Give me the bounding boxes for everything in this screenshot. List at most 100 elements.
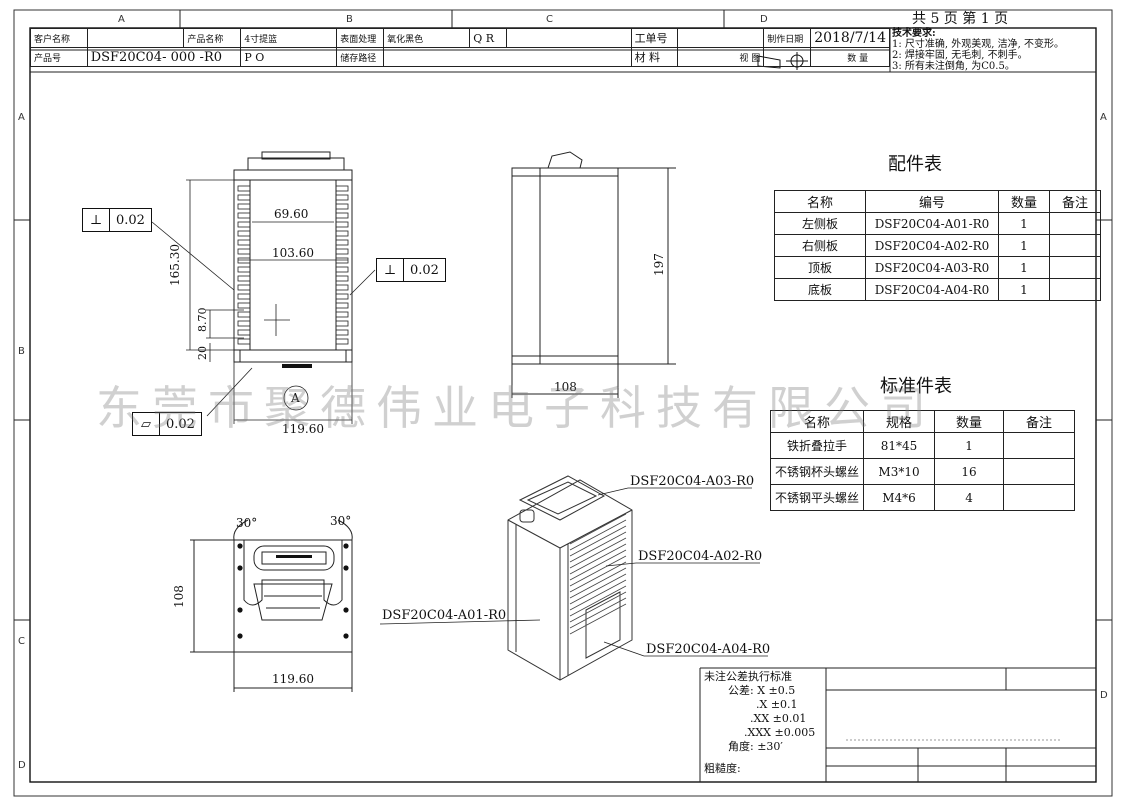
slot-rib [237, 248, 251, 255]
col-header: 规格 [863, 410, 936, 433]
iso-slat [569, 603, 627, 635]
cell-name: 右侧板 [774, 234, 866, 257]
slot-rib [335, 338, 349, 345]
cell-code: DSF20C04-A04-R0 [865, 278, 999, 301]
iso-slat [569, 513, 627, 545]
cell-qty: 4 [934, 484, 1005, 511]
slot-rib [335, 257, 349, 264]
dim-angle-right: 30° [330, 514, 352, 528]
roughness-label: 粗糙度: [704, 762, 741, 775]
tolerance-line-5: 角度: ±30′ [728, 740, 783, 753]
iso-slat [569, 525, 627, 557]
iso-slat [569, 549, 627, 581]
cell-name: 左侧板 [774, 212, 866, 235]
product-no-label: 产品号 [30, 47, 88, 67]
cell-spec: 81*45 [863, 432, 936, 459]
std-table: 名称 规格 数量 备注 铁折叠拉手 81*45 1 不锈钢杯头螺丝 M3*10 … [769, 410, 1076, 511]
slot-rib [335, 293, 349, 300]
slot-rib [335, 221, 349, 228]
dim-height: 165.30 [168, 244, 182, 286]
date-label: 制作日期 [763, 28, 812, 48]
cell-code: DSF20C04-A01-R0 [865, 212, 999, 235]
cell-qty: 1 [998, 256, 1050, 279]
col-header: 备注 [1049, 190, 1101, 213]
tech-item-3: 3: 所有未注倒角, 为C0.5。 [892, 61, 1015, 72]
slot-rib [237, 194, 251, 201]
col-header: 数量 [934, 410, 1005, 433]
tech-requirements: 技术要求: 1: 尺寸准确, 外观美观, 洁净, 不变形。 2: 焊接牢固, 无… [892, 28, 1064, 72]
zone-row-a: A [18, 112, 25, 123]
cell-note [1049, 234, 1101, 257]
slot-rib [335, 320, 349, 327]
zone-col-b: B [346, 14, 353, 25]
iso-slat [569, 585, 627, 617]
slot-rib [237, 275, 251, 282]
slot-rib [335, 194, 349, 201]
iso-slat [569, 555, 627, 587]
dim-outer-width: 103.60 [272, 246, 314, 260]
detail-label: A [291, 391, 300, 405]
table-row: 不锈钢平头螺丝 M4*6 4 [769, 484, 1076, 511]
fcf-value: 0.02 [410, 262, 439, 278]
slot-rib [237, 302, 251, 309]
slot-rib [237, 329, 251, 336]
iso-label-a04: DSF20C04-A04-R0 [646, 642, 771, 657]
iso-slat [569, 573, 627, 605]
dim-side-height: 197 [652, 253, 666, 276]
dim-top-depth: 108 [172, 585, 186, 608]
slot-rib [335, 311, 349, 318]
cell-code: DSF20C04-A03-R0 [865, 256, 999, 279]
tolerance-line-3: .XX ±0.01 [750, 712, 807, 725]
parts-table: 名称 编号 数量 备注 左侧板 DSF20C04-A01-R0 1 右侧板 DS… [774, 190, 1101, 301]
cell-note [1049, 278, 1101, 301]
iso-slat [569, 543, 627, 575]
customer-value [86, 28, 185, 48]
iso-slat [569, 567, 627, 599]
page-count: 共 5 页 第 1 页 [912, 11, 1009, 27]
slot-rib [237, 293, 251, 300]
product-no-value: DSF20C04- 000 -R0 [86, 47, 242, 67]
slot-rib [335, 212, 349, 219]
dim-angle-left: 30° [236, 516, 258, 530]
slot-rib [335, 185, 349, 192]
view-label: 视 图 [677, 47, 765, 67]
dim-base-width: 119.60 [282, 422, 324, 436]
iso-slat [569, 591, 627, 623]
surface-value: 氧化黑色 [383, 28, 471, 48]
cell-name: 不锈钢杯头螺丝 [769, 458, 865, 485]
tolerance-block: 未注公差执行标准 公差: X ±0.5 .X ±0.1 .XX ±0.01 .X… [704, 670, 815, 776]
iso-slat [569, 597, 627, 629]
cell-spec: M3*10 [863, 458, 936, 485]
perpendicular-icon: ⊥ [377, 259, 404, 281]
slot-rib [237, 185, 251, 192]
fcf-perpendicular-left: ⊥ 0.02 [82, 208, 152, 232]
work-order-label: 工单号 [630, 28, 679, 48]
slot-rib [237, 338, 251, 345]
zone-row-d-right: D [1100, 690, 1108, 701]
cell-note [1003, 484, 1076, 511]
qr-label: Q R [469, 28, 508, 48]
zone-row-d: D [18, 760, 26, 771]
storage-label: 储存路径 [336, 47, 385, 67]
slot-rib [335, 266, 349, 273]
fcf-value: 0.02 [166, 416, 195, 432]
tech-heading: 技术要求: [892, 28, 936, 39]
cell-qty: 16 [934, 458, 1005, 485]
work-order-value [677, 28, 765, 48]
slot-rib [335, 329, 349, 336]
cell-qty: 1 [998, 234, 1050, 257]
cell-name: 铁折叠拉手 [769, 432, 865, 459]
table-row: 铁折叠拉手 81*45 1 [769, 432, 1076, 459]
iso-label-a03: DSF20C04-A03-R0 [630, 474, 755, 489]
slot-rib [237, 284, 251, 291]
slot-rib [335, 230, 349, 237]
table-row: 左侧板 DSF20C04-A01-R0 1 [774, 212, 1101, 235]
side-view [511, 151, 676, 398]
cell-name: 顶板 [774, 256, 866, 279]
dim-side-depth: 108 [554, 380, 577, 394]
cell-note [1003, 458, 1076, 485]
slot-rib [237, 239, 251, 246]
parts-table-title: 配件表 [888, 154, 942, 175]
top-view [190, 519, 353, 692]
